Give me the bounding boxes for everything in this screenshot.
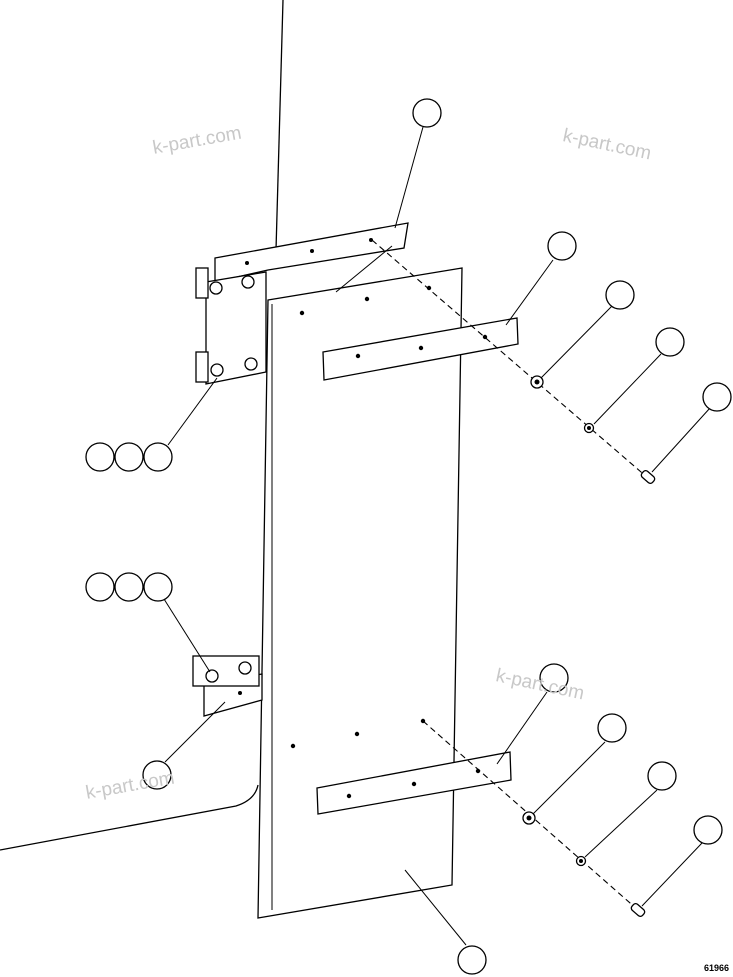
callout-bolt-upper[interactable] [702,382,732,412]
callout-hinge-lower-bracket[interactable] [142,760,172,790]
machine-outline-vertical [275,0,284,251]
callout-hinge-lower-a[interactable] [85,572,115,602]
lower-hinge-bolt-head [238,661,252,675]
strap-hole [346,793,352,799]
figure-code: 61966 [703,963,729,973]
panel-hole [299,310,305,316]
panel-hole [290,743,296,749]
callout-strap-lower[interactable] [539,663,569,693]
callout-hinge-lower-c[interactable] [143,572,173,602]
callout-panel[interactable] [457,945,487,975]
upper-hinge-plate [205,271,267,385]
strap-hole [418,345,424,351]
upper-lockwasher-hole [587,426,591,430]
cover-panel [257,267,463,919]
lower-bolt [630,902,646,918]
panel-hole [426,285,432,291]
panel-hole [364,296,370,302]
callout-hinge-lower-b[interactable] [114,572,144,602]
upper-bracket-link [335,245,393,293]
callout-lockwasher-upper[interactable] [655,327,685,357]
callout-hinge-upper-b[interactable] [114,442,144,472]
upper-hinge-tab-bottom [195,351,209,383]
upper-fastener-axis [371,239,649,479]
panel-hole [354,731,360,737]
hinge-bolt-head [210,363,224,377]
callout-washer-upper[interactable] [605,280,635,310]
strap-hole [411,781,417,787]
callout-strap-upper[interactable] [547,231,577,261]
callout-hinge-upper-c[interactable] [143,442,173,472]
lower-hinge-hole [238,691,242,695]
machine-outline-lower [0,784,259,851]
callout-lockwasher-lower[interactable] [647,761,677,791]
hinge-bolt-head [241,275,255,289]
callout-bracket-upper[interactable] [412,98,442,128]
upper-hinge-tab-top [195,267,209,299]
hinge-bolt-head [244,357,258,371]
bracket-hole [310,249,314,253]
leader-lines [163,126,711,946]
callout-hinge-upper-a[interactable] [85,442,115,472]
hinge-bolt-head [209,281,223,295]
callout-washer-lower[interactable] [597,713,627,743]
lower-lockwasher-hole [579,859,583,863]
strap-hole [355,353,361,359]
upper-bolt [640,469,656,485]
lower-washer-hole [526,815,532,821]
bracket-hole [369,238,373,242]
lower-hinge-bolt-head [205,669,219,683]
bracket-hole [245,261,249,265]
callout-bolt-lower[interactable] [693,815,723,845]
upper-washer-hole [534,379,540,385]
